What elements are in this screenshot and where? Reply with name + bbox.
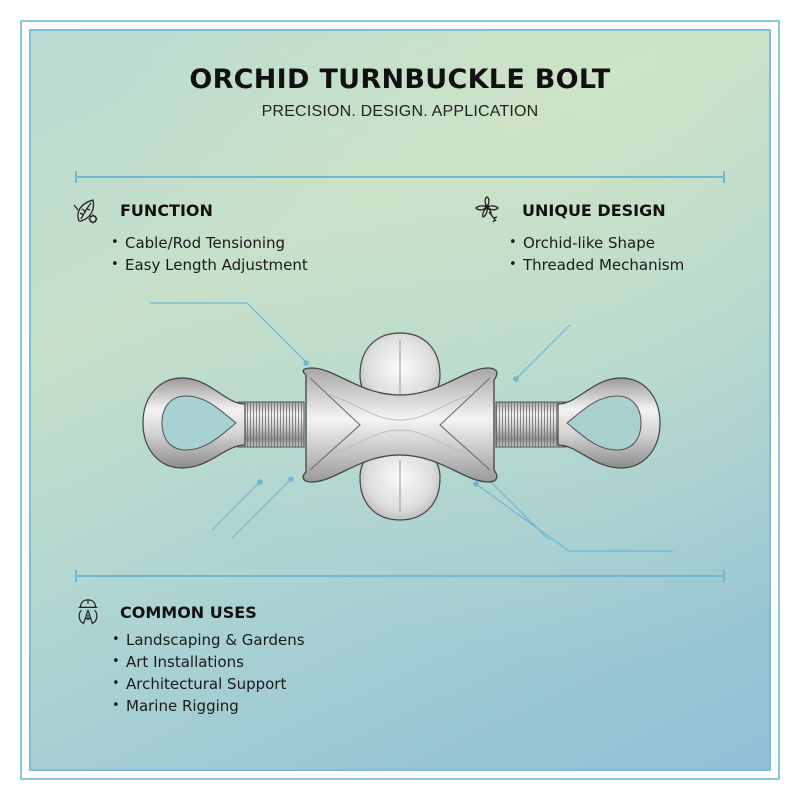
orchid-flower-icon xyxy=(475,196,499,223)
unique-design-list: Orchid-like Shape Threaded Mechanism xyxy=(509,232,684,276)
list-item: Art Installations xyxy=(112,651,305,673)
hardhat-architect-icon xyxy=(78,599,98,625)
leader-lines xyxy=(150,302,673,552)
unique-design-title: UNIQUE DESIGN xyxy=(522,201,666,220)
list-item: Landscaping & Gardens xyxy=(112,629,305,651)
list-item: Cable/Rod Tensioning xyxy=(111,232,308,254)
bottom-divider xyxy=(75,570,725,582)
leaf-gear-icon xyxy=(73,199,98,224)
list-item: Architectural Support xyxy=(112,673,305,695)
function-title: FUNCTION xyxy=(120,201,213,220)
common-uses-title: COMMON USES xyxy=(120,603,257,622)
function-list: Cable/Rod Tensioning Easy Length Adjustm… xyxy=(111,232,308,276)
list-item: Threaded Mechanism xyxy=(509,254,684,276)
common-uses-list: Landscaping & Gardens Art Installations … xyxy=(112,629,305,717)
list-item: Orchid-like Shape xyxy=(509,232,684,254)
page-subtitle: PRECISION. DESIGN. APPLICATION xyxy=(261,103,539,120)
top-divider xyxy=(75,171,725,183)
list-item: Marine Rigging xyxy=(112,695,305,717)
list-item: Easy Length Adjustment xyxy=(111,254,308,276)
page-title: ORCHID TURNBUCKLE BOLT xyxy=(189,64,611,95)
